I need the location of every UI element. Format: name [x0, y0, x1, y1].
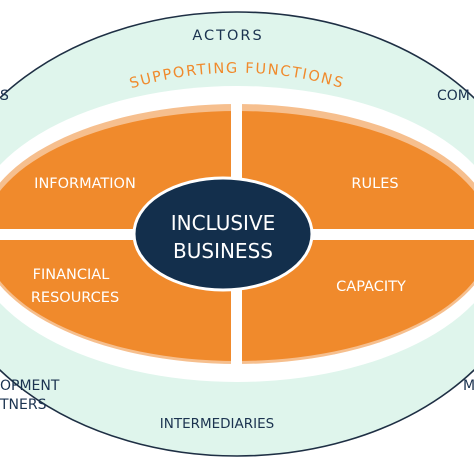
- ring-label-intermediaries: INTERMEDIARIES: [160, 416, 275, 432]
- quadrant-label-rules: RULES: [351, 176, 398, 192]
- center-ellipse: [132, 176, 314, 292]
- ring-label-bottom-left-1: OPMENT: [0, 378, 60, 394]
- ring-label-actors: ACTORS: [192, 28, 263, 44]
- center-label-line1: INCLUSIVE: [171, 211, 276, 235]
- quadrant-label-financial: FINANCIAL: [33, 267, 110, 283]
- ring-label-right: COM: [437, 88, 470, 104]
- ring-label-bottom-left-2: TNERS: [0, 397, 47, 413]
- center-label-line2: BUSINESS: [173, 239, 273, 263]
- quadrant-label-capacity: CAPACITY: [336, 279, 406, 295]
- ring-label-left: S: [0, 88, 9, 104]
- quadrant-label-information: INFORMATION: [34, 176, 136, 192]
- ring-label-bottom-right: M: [463, 378, 474, 394]
- quadrant-label-resources: RESOURCES: [31, 290, 119, 306]
